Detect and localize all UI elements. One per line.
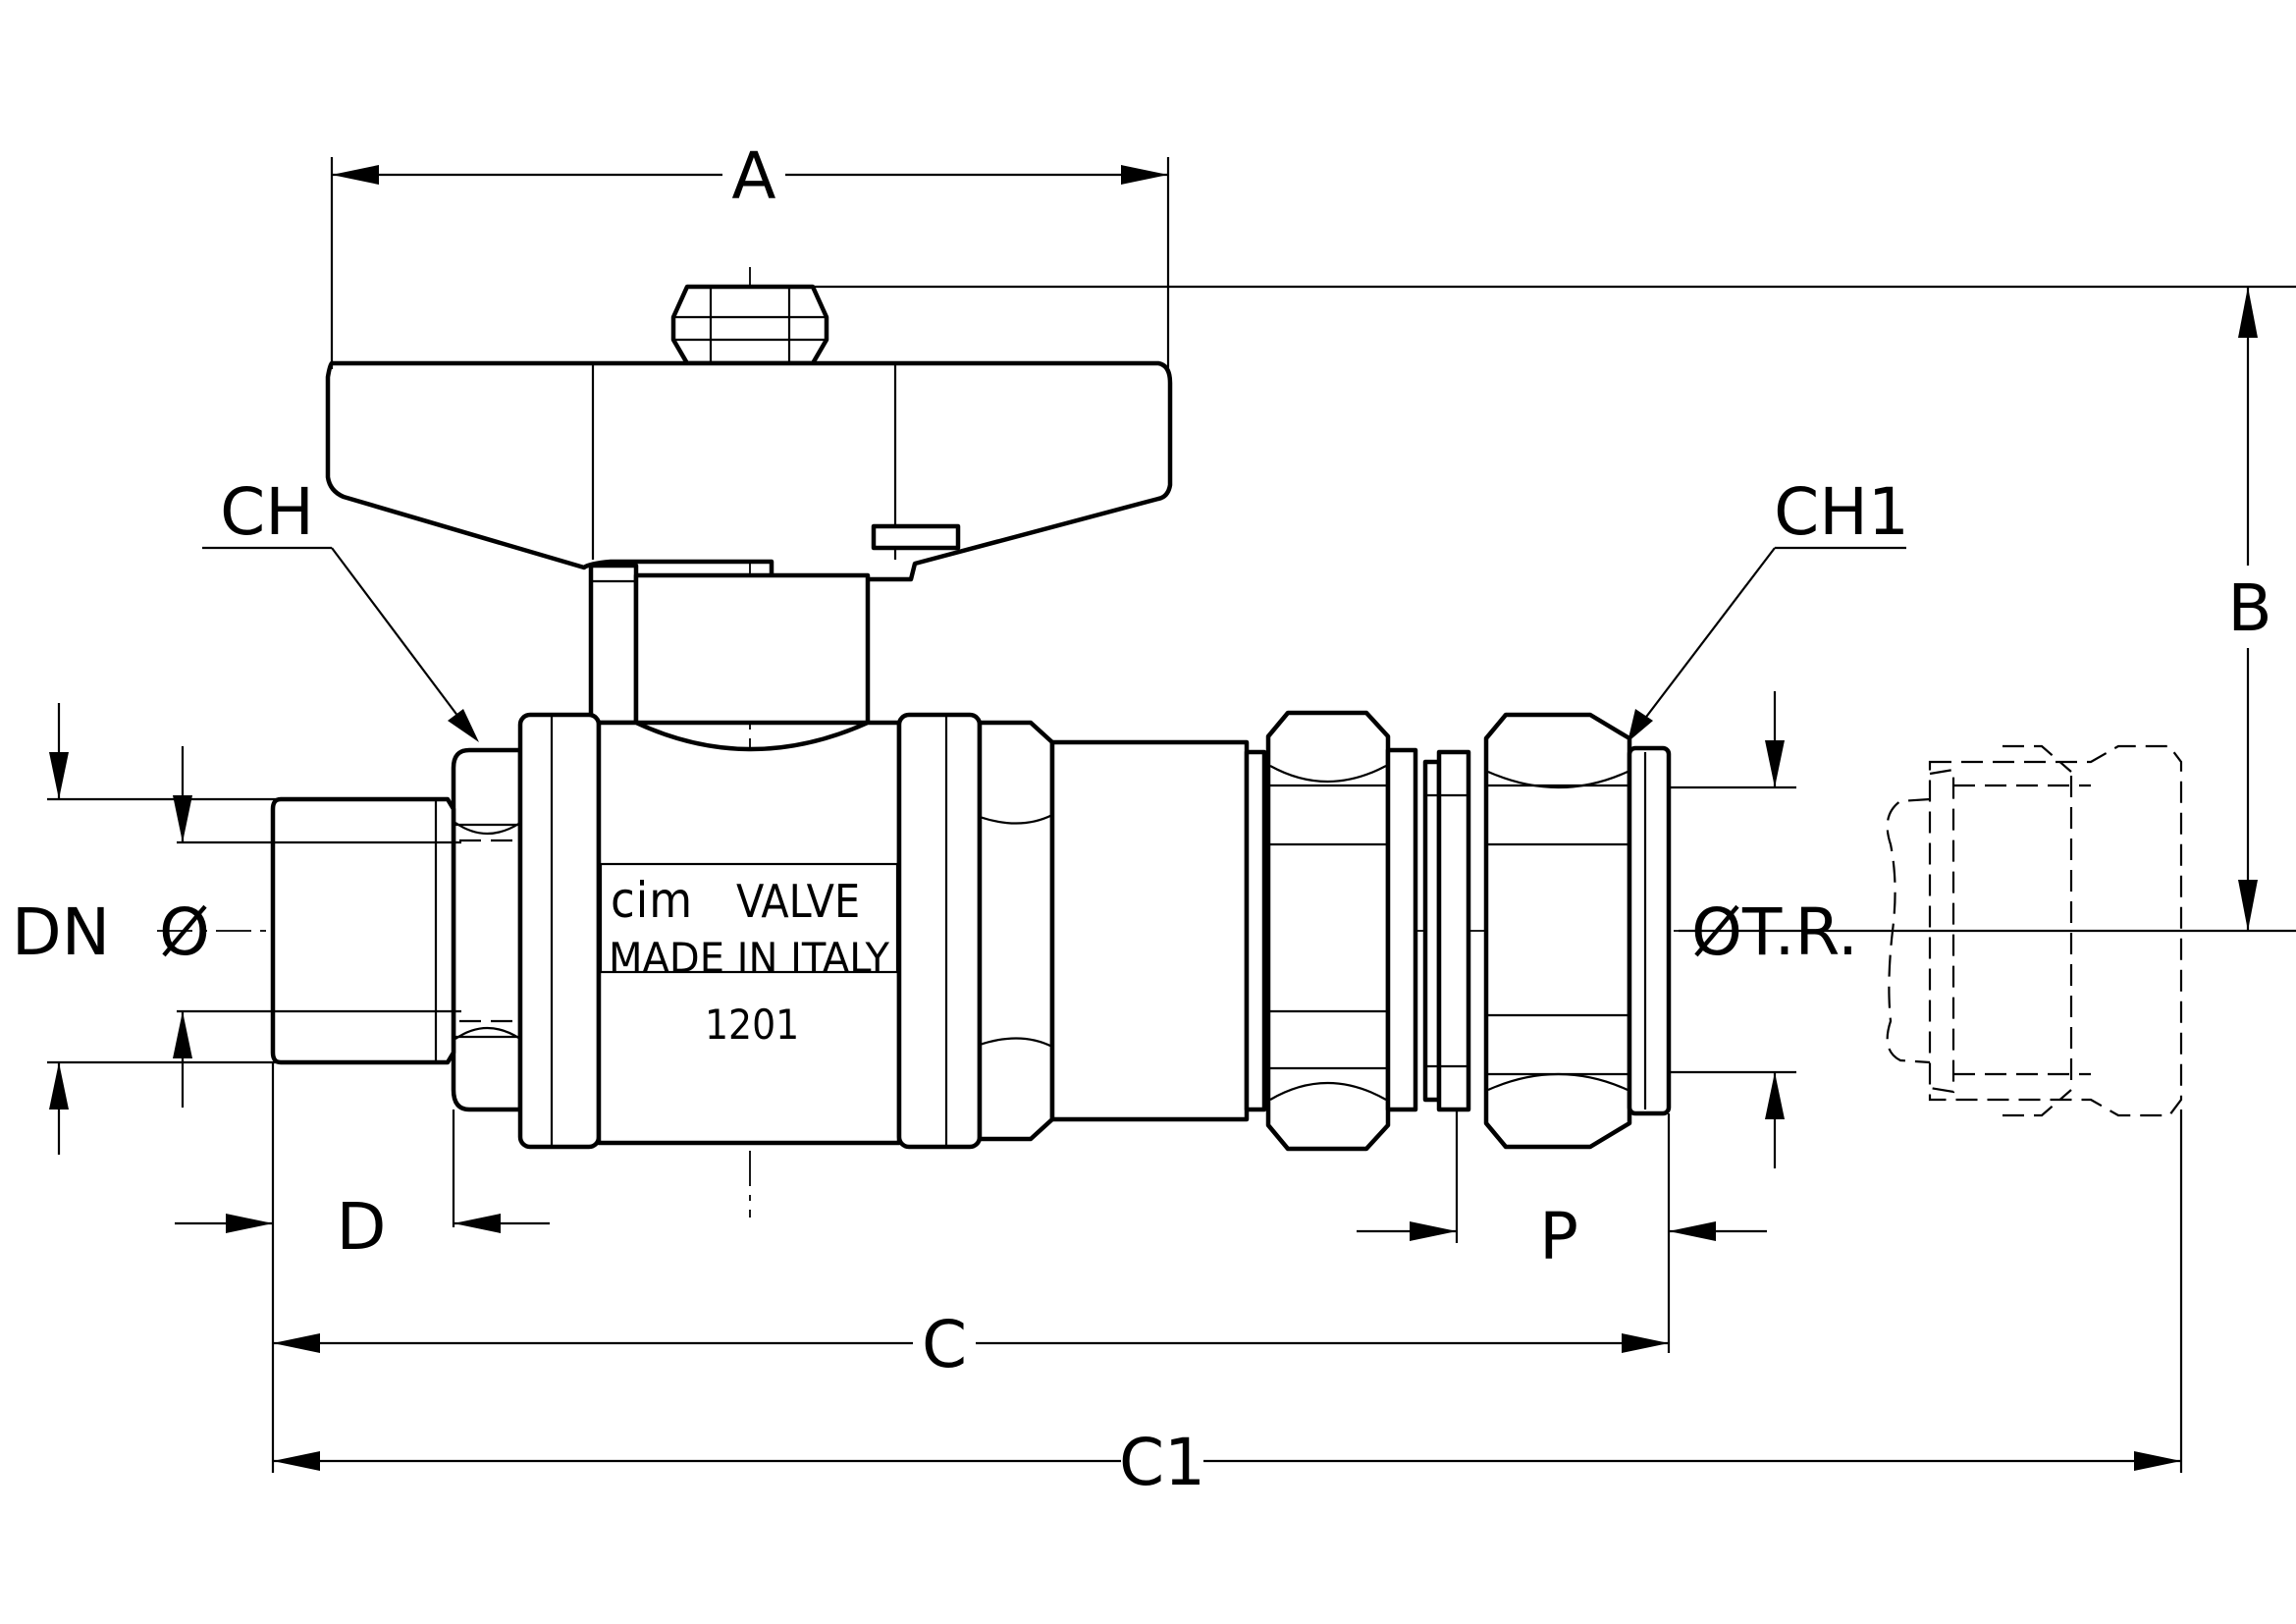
- lever-handle: [325, 284, 1173, 726]
- label-p: P: [1539, 1199, 1578, 1274]
- origin-marking: MADE IN ITALY: [609, 934, 890, 982]
- label-c: C: [922, 1307, 967, 1382]
- label-c1: C1: [1119, 1425, 1205, 1500]
- label-dn: DN: [12, 894, 110, 970]
- label-a: A: [731, 138, 775, 214]
- label-phi: Ø: [159, 894, 210, 970]
- dimension-labels: A B CH CH1 DN Ø ØT.R. D P C C1: [12, 138, 2272, 1500]
- compression-fitting: [1422, 712, 1672, 1150]
- body-marking: cim VALVE MADE IN ITALY 1201: [609, 872, 890, 1049]
- valve-marking: VALVE: [736, 875, 860, 928]
- label-ch1: CH1: [1774, 474, 1909, 550]
- dimension-lines: [47, 157, 2296, 1473]
- valve-body: [451, 712, 1267, 1150]
- label-d: D: [337, 1189, 387, 1265]
- label-phi-tr: ØT.R.: [1691, 894, 1858, 970]
- brand-marking: cim: [611, 872, 693, 929]
- label-b: B: [2227, 570, 2271, 646]
- label-ch: CH: [220, 474, 314, 550]
- dashed-pipe-fitting: [1886, 744, 2183, 1117]
- code-marking: 1201: [705, 1001, 799, 1049]
- union-nut-1: [1265, 710, 1418, 1152]
- threaded-end: [270, 796, 520, 1065]
